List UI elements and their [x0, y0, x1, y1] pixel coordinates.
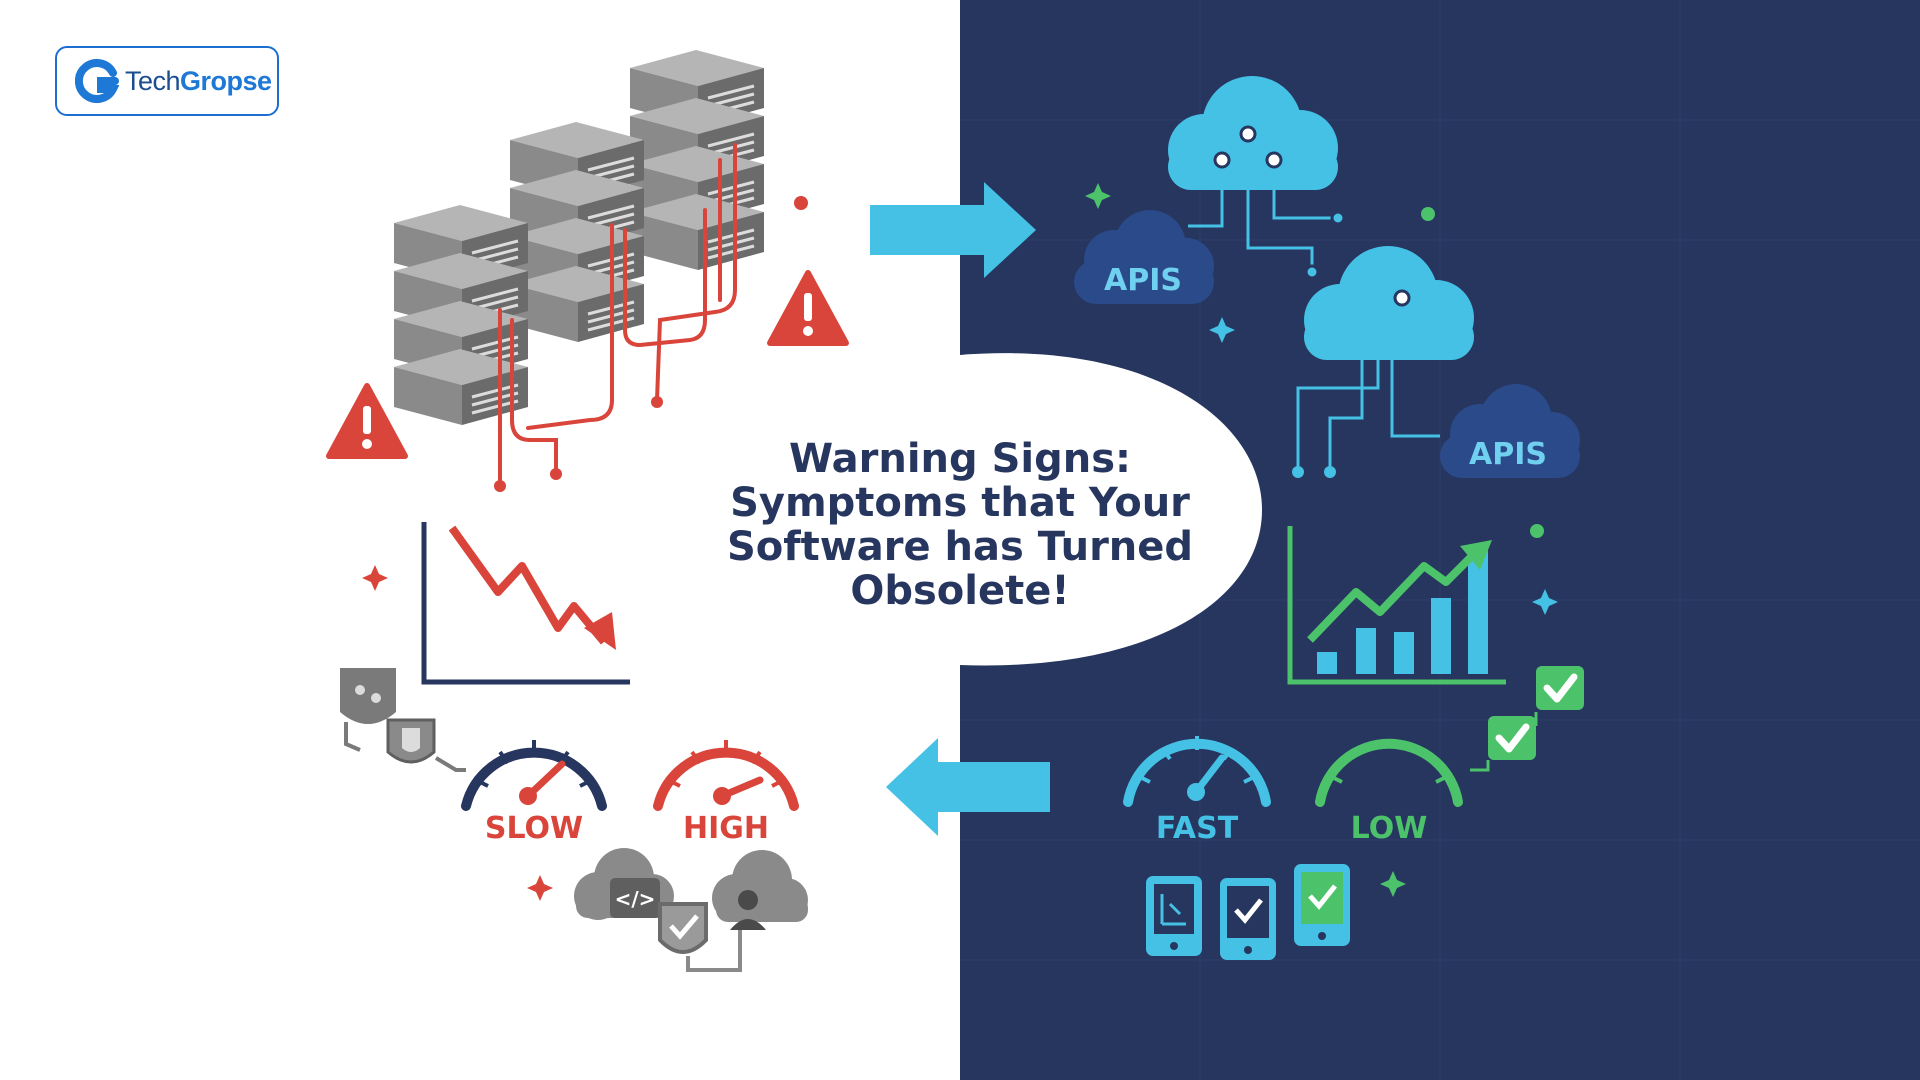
cloud-network-lines	[1296, 310, 1440, 470]
fast-gauge-icon: FAST	[1123, 736, 1271, 846]
svg-text:</>: </>	[615, 887, 656, 911]
warning-triangle-icon	[770, 273, 846, 343]
apis-label: APIS	[1104, 263, 1182, 298]
apis-cloud-badge: APIS	[1074, 210, 1214, 304]
low-gauge-icon: LOW	[1315, 738, 1463, 846]
headline: Warning Signs: Symptoms that Your Softwa…	[700, 420, 1220, 630]
growth-chart-icon	[1287, 526, 1506, 685]
cable-end-dots	[494, 196, 808, 492]
slow-label: SLOW	[485, 811, 583, 846]
declining-chart-icon	[421, 522, 630, 685]
broken-security-icons	[340, 668, 466, 772]
green-dot	[1421, 207, 1435, 221]
apis-label: APIS	[1469, 437, 1547, 472]
slow-gauge-icon: SLOW	[461, 740, 607, 846]
cloud-nodes	[1213, 125, 1346, 280]
high-gauge-icon: HIGH	[653, 740, 799, 846]
server-rack-icon	[628, 48, 766, 272]
legacy-integration-icons: </>	[574, 848, 808, 972]
headline-line-3: Software has Turned	[726, 524, 1194, 570]
cloud-nodes	[1292, 289, 1411, 478]
logo-g-icon	[75, 59, 119, 103]
techgropse-logo[interactable]: TechGropse	[55, 46, 279, 116]
fast-label: FAST	[1156, 811, 1239, 846]
low-label: LOW	[1351, 811, 1428, 846]
headline-line-1: Warning Signs:	[788, 436, 1132, 482]
logo-wordmark: TechGropse	[125, 66, 272, 97]
arrow-left-icon	[886, 738, 1050, 836]
checkmark-icons	[1470, 666, 1584, 772]
high-label: HIGH	[683, 811, 769, 846]
logo-text-gropse: Gropse	[180, 65, 272, 96]
sparkle-icon	[527, 875, 553, 901]
server-rack-icon	[392, 203, 530, 427]
sparkle-icon	[362, 565, 388, 591]
logo-text-tech: Tech	[125, 65, 181, 96]
apis-cloud-badge: APIS	[1440, 384, 1580, 478]
headline-oval	[960, 353, 1262, 666]
arrow-right-icon	[870, 182, 1036, 278]
tangled-cables	[498, 143, 737, 487]
green-dot	[1530, 524, 1544, 538]
headline-line-2: Symptoms that Your	[730, 480, 1190, 526]
cloud-network-lines	[1188, 160, 1338, 272]
tablet-icons	[1146, 864, 1350, 960]
warning-triangle-icon	[329, 386, 405, 456]
headline-line-4: Obsolete!	[850, 568, 1070, 614]
